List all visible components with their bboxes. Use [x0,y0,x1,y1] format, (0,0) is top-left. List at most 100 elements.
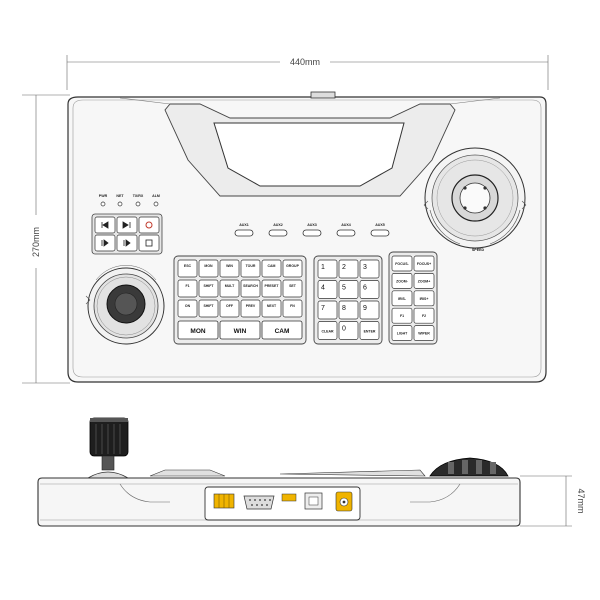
aux-button-3[interactable] [302,229,322,237]
aux-label-2: AUX2 [273,223,283,227]
key-group-0-5[interactable] [282,259,303,278]
numpad-key-label: 0 [342,326,346,333]
key-label: LIGHT [397,332,408,336]
numpad-key-5[interactable] [338,280,359,299]
key-tour-0-3[interactable] [240,259,261,278]
numpad-key-8[interactable] [338,300,359,320]
key-label: ON [185,304,191,308]
key-label: IRIS- [398,297,407,301]
key-fn-2-5[interactable] [282,299,303,318]
key-label: ZOOM- [396,279,408,283]
aux-button-2[interactable] [268,229,288,237]
key-mon-0-1[interactable] [198,259,219,278]
key-esc-0-0[interactable] [177,259,198,278]
key-label: ZOOM+ [418,279,431,283]
led-txrx [135,201,141,207]
key-cam-wide[interactable] [261,320,303,340]
stop-icon [145,239,153,247]
key-label: CAM [275,328,290,335]
key-win-wide[interactable] [219,320,261,340]
aux-button-1[interactable] [234,229,254,237]
numpad-key-label: 9 [363,305,367,312]
numpad-key-label: 7 [321,305,325,312]
key-label: SET [289,284,297,288]
key-prev-2-3[interactable] [240,299,261,318]
led-label-alm: ALM [152,194,160,198]
key-win-0-2[interactable] [219,259,240,278]
key-shift-1-1[interactable] [198,279,219,298]
side-view [37,417,521,527]
key-label: TOUR [246,264,256,268]
key-label: ESC [184,264,192,268]
key-light[interactable] [391,325,413,341]
aux-label-4: AUX4 [341,223,351,227]
numpad-key-7[interactable] [317,300,338,320]
side-ptz-knob [429,457,509,477]
numpad-key-label: 4 [321,285,325,292]
key-label: OFF [226,304,234,308]
numpad-key-4[interactable] [317,280,338,299]
rewind-icon [101,221,109,229]
key-label: MULT [225,284,235,288]
led-pwr [100,201,106,207]
key-off-2-2[interactable] [219,299,240,318]
height-dimension-label: 270mm [31,227,41,257]
key-label: F2 [422,314,426,318]
key-wiper[interactable] [413,325,435,341]
aux-button-4[interactable] [336,229,356,237]
numpad-key-9[interactable] [359,300,380,320]
numpad-key-label: 8 [342,305,346,312]
key-f2[interactable] [413,307,435,324]
key-cam-0-4[interactable] [261,259,282,278]
record-icon [145,221,153,229]
key-shift-2-1[interactable] [198,299,219,318]
key-iris[interactable] [413,290,435,307]
numpad-key-3[interactable] [359,259,380,279]
numpad-key-0[interactable] [338,321,359,340]
key-label: WIN [226,264,233,268]
led-alm [153,201,159,207]
usb-connector [281,493,297,502]
key-on-2-0[interactable] [177,299,198,318]
dimension-lines [22,55,572,527]
numpad-key-clear[interactable] [317,321,338,340]
aux-button-5[interactable] [370,229,390,237]
key-set-1-5[interactable] [282,279,303,298]
key-label: SHIFT [203,304,214,308]
top-connector [310,91,336,99]
play-pause-icon [122,221,131,229]
aux-label-5: AUX5 [375,223,385,227]
key-mult-1-2[interactable] [219,279,240,298]
record-button[interactable] [138,216,160,234]
key-focus[interactable] [391,255,413,272]
key-zoom[interactable] [391,273,413,289]
numpad-key-label: CLEAR [321,330,334,334]
key-next-2-4[interactable] [261,299,282,318]
ptz-joystick: SPEED [423,147,527,252]
key-iris[interactable] [391,290,413,307]
numpad-key-6[interactable] [359,280,380,299]
aux-label-3: AUX3 [307,223,317,227]
key-mon-wide[interactable] [177,320,219,340]
key-focus[interactable] [413,255,435,272]
numpad-key-2[interactable] [338,259,359,279]
numpad-key-1[interactable] [317,259,338,279]
key-search-1-3[interactable] [240,279,261,298]
led-label-txrx: TX/RX [133,194,144,198]
key-f1[interactable] [391,307,413,324]
key-f1-1-0[interactable] [177,279,198,298]
led-label-pwr: PWR [99,194,108,198]
stop-button[interactable] [138,234,160,252]
led-row: PWR NET TX/RX ALM [99,194,160,207]
key-preset-1-4[interactable] [261,279,282,298]
key-zoom[interactable] [413,273,435,289]
numpad-key-enter[interactable] [359,321,380,340]
numpad-key-label: 1 [321,264,325,271]
key-label: MON [204,264,213,268]
key-label: WIN [234,328,247,335]
